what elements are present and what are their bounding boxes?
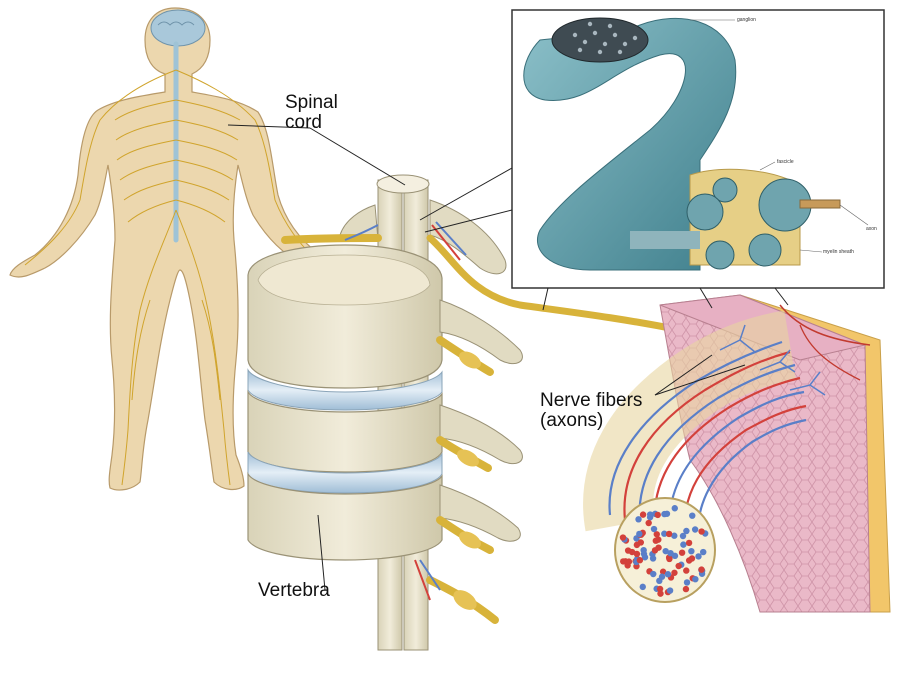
human-body xyxy=(9,7,321,491)
axon-dot xyxy=(659,568,667,575)
axon-dot xyxy=(646,511,654,518)
axon-dot xyxy=(661,530,668,537)
axon-dot xyxy=(656,585,664,593)
axon-dot xyxy=(639,511,647,518)
axon-dot xyxy=(683,527,690,535)
axon-dot xyxy=(658,573,666,580)
axon-dot xyxy=(700,548,707,556)
callout-lines xyxy=(227,124,789,591)
axon-dot xyxy=(625,558,633,565)
axon-dot xyxy=(689,512,696,519)
inset-myelin-label: myelin sheath xyxy=(823,249,854,255)
spinal-cord-label-1: Spinal xyxy=(285,92,338,113)
axon-dot xyxy=(664,571,672,578)
axon-dot xyxy=(650,525,658,533)
axon-dot xyxy=(685,557,693,564)
axon-dot xyxy=(633,541,641,549)
axon-dot xyxy=(666,587,674,594)
axon-dot xyxy=(649,555,657,562)
axon-dot xyxy=(695,553,702,560)
axon-dot xyxy=(688,547,695,555)
axon-dot xyxy=(685,539,693,547)
axon-dot xyxy=(650,570,657,578)
nerve-fibers-label-2: (axons) xyxy=(540,410,604,431)
axon-dot xyxy=(662,547,669,555)
inset-axon-label: axon xyxy=(866,226,877,232)
axon-dot xyxy=(636,557,644,564)
axon-dot xyxy=(682,585,690,593)
axon-cross-section xyxy=(619,505,709,597)
spinal-cord-label-2: cord xyxy=(285,112,322,133)
axon-dot xyxy=(671,552,679,560)
nerve-inset xyxy=(511,9,885,289)
nerve-endings xyxy=(719,324,826,396)
axon-dot xyxy=(645,519,652,527)
axon-dot xyxy=(683,567,690,574)
axon-dot xyxy=(624,547,632,554)
vertebra-label: Vertebra xyxy=(258,580,330,601)
axon-dot xyxy=(619,558,627,565)
axon-dot xyxy=(683,579,691,586)
inset-ganglion-label: ganglion xyxy=(737,17,756,23)
axon-dot xyxy=(678,549,686,556)
axon-dot xyxy=(653,531,660,538)
axon-dot xyxy=(636,530,643,538)
axon-dot xyxy=(671,532,678,539)
nerve-fibers-label-1: Nerve fibers xyxy=(540,390,643,411)
axon-dot xyxy=(671,569,678,576)
axon-dot xyxy=(619,534,627,541)
axon-dot xyxy=(654,511,661,519)
spinal-nerves xyxy=(281,221,684,624)
axon-dot xyxy=(698,566,705,573)
axon-dot xyxy=(651,547,659,554)
nerve-fiber-bundle xyxy=(583,310,826,603)
axon-dot xyxy=(661,510,668,518)
axon-dot xyxy=(657,590,664,597)
axon-dot xyxy=(652,537,660,544)
axon-dot xyxy=(680,541,687,548)
inset-fascicle-label: fascicle xyxy=(777,159,794,165)
axon-dot xyxy=(671,505,678,512)
axon-dot xyxy=(698,528,705,535)
axon-dot xyxy=(665,530,673,538)
axon-dot xyxy=(692,575,699,583)
axon-dot xyxy=(675,562,682,570)
axon-dot xyxy=(635,516,642,523)
axon-dot xyxy=(679,532,687,540)
axon-dot xyxy=(640,550,648,558)
axon-dot xyxy=(633,550,641,558)
peripheral-nerves xyxy=(24,69,316,486)
axon-dot xyxy=(639,583,646,591)
vertebral-column xyxy=(247,174,684,651)
axon-dot xyxy=(691,526,699,533)
